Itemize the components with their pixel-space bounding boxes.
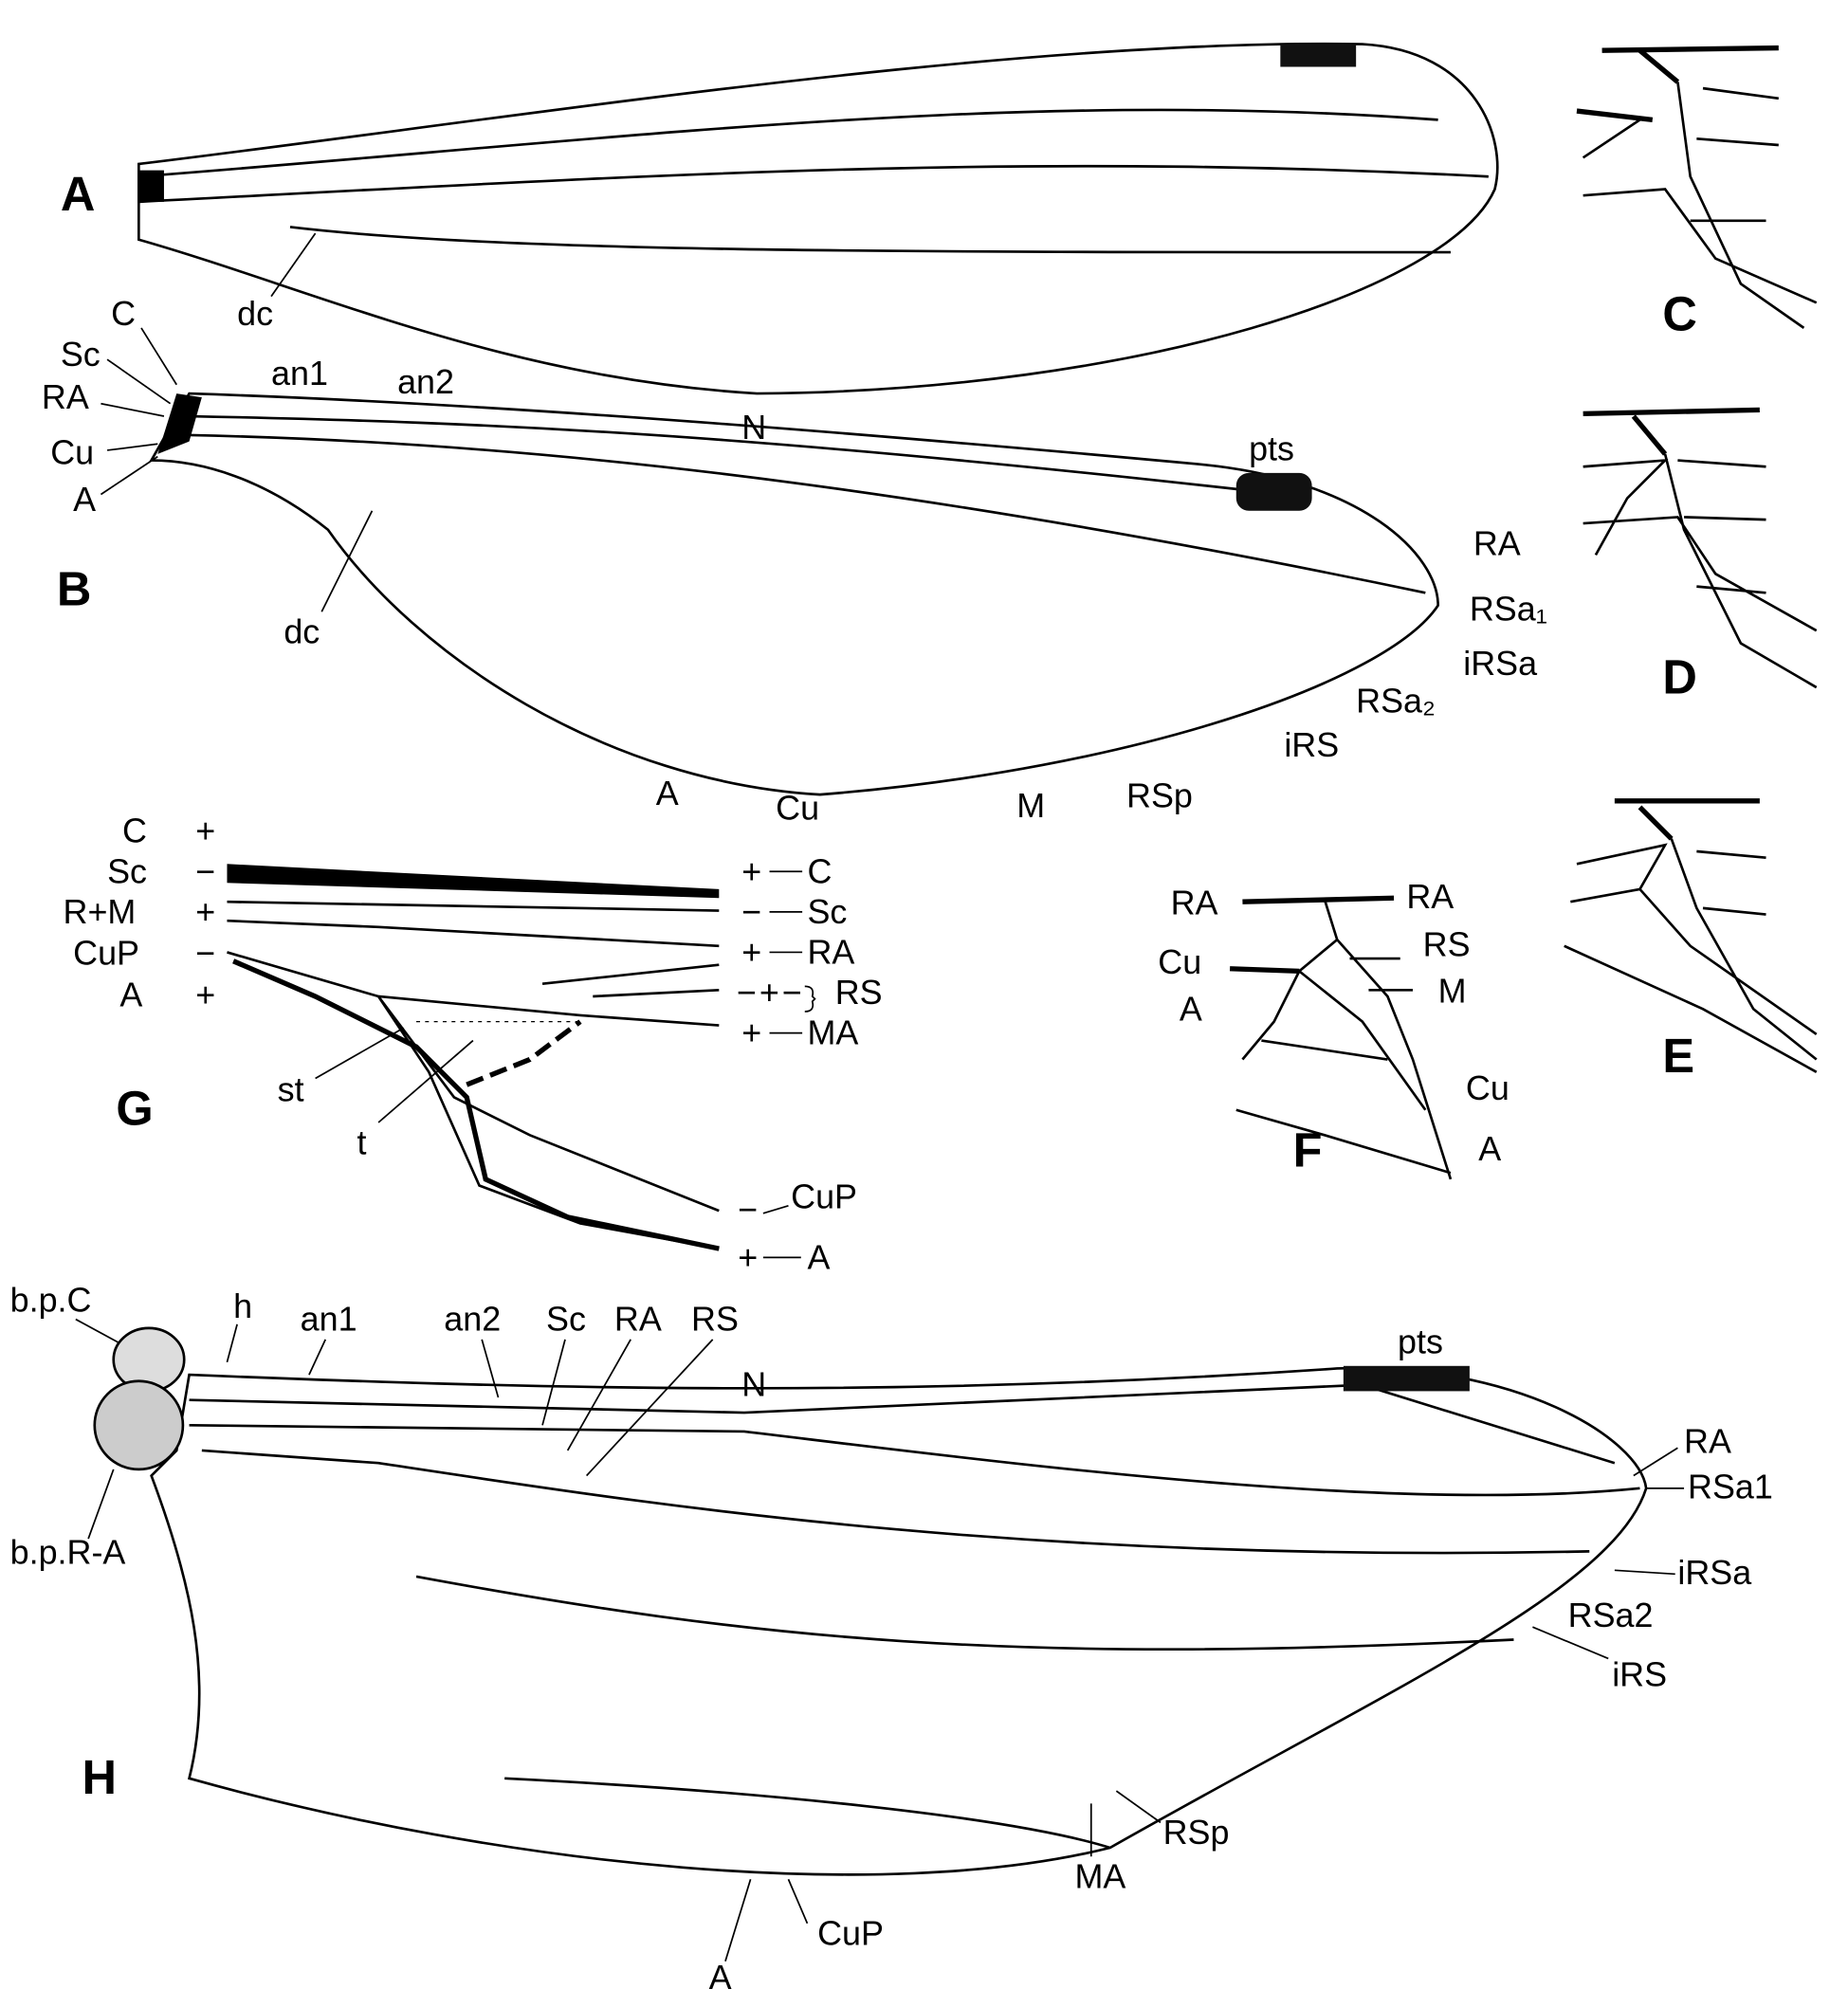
label-g-a: A bbox=[119, 976, 142, 1014]
label-irs: iRS bbox=[1284, 725, 1339, 764]
label-an2: an2 bbox=[397, 362, 454, 401]
panel-label-g: G bbox=[116, 1082, 153, 1136]
basal-plate-r-a bbox=[93, 1379, 185, 1471]
sign: − bbox=[738, 1190, 758, 1229]
sign: + bbox=[759, 973, 779, 1012]
label-f-m: M bbox=[1438, 972, 1467, 1011]
sign: − bbox=[195, 851, 215, 890]
brace-rs bbox=[804, 985, 816, 1013]
sign: − bbox=[782, 973, 802, 1012]
panel-label-f: F bbox=[1293, 1123, 1323, 1177]
label-g-c-right: C bbox=[807, 851, 832, 890]
label-g-ra-right: RA bbox=[807, 932, 854, 971]
wing-b: B C Sc RA Cu A an1 an2 N pts dc RA RSa₁ … bbox=[42, 294, 1547, 828]
label-g-ma-right: MA bbox=[807, 1013, 858, 1052]
sign: + bbox=[738, 1237, 758, 1276]
label-h-sc: Sc bbox=[546, 1300, 586, 1339]
label-h-an2: an2 bbox=[444, 1300, 501, 1339]
sign: − bbox=[737, 973, 757, 1012]
label-c: C bbox=[111, 294, 136, 333]
label-g-sc: Sc bbox=[107, 851, 147, 890]
label-h-cup: CuP bbox=[817, 1913, 884, 1952]
panel-label-c: C bbox=[1662, 287, 1697, 341]
panel-d: D bbox=[1583, 407, 1818, 704]
label-t: t bbox=[357, 1122, 366, 1161]
label-ra: RA bbox=[42, 377, 89, 416]
label-h-rsa1: RSa1 bbox=[1688, 1467, 1773, 1505]
wing-h: b.p.C h an1 an2 Sc RA RS N pts b.p.R-A R… bbox=[10, 1281, 1773, 1989]
label-rsa1: RSa₁ bbox=[1470, 590, 1547, 629]
label-dc-b: dc bbox=[284, 611, 320, 650]
label-an1: an1 bbox=[271, 354, 328, 392]
label-f-ra-left: RA bbox=[1171, 884, 1218, 922]
label-sc: Sc bbox=[61, 335, 101, 374]
label-g-rs-right: RS bbox=[835, 973, 883, 1012]
label-g-sc-right: Sc bbox=[807, 892, 847, 931]
label-h-nodus: N bbox=[741, 1365, 766, 1404]
sign: + bbox=[741, 1013, 761, 1052]
label-g-c: C bbox=[122, 812, 147, 850]
sign: + bbox=[741, 851, 761, 890]
panel-g: C Sc R+M CuP A + − + − + + − + − + − + −… bbox=[64, 812, 883, 1277]
label-nodus: N bbox=[741, 408, 766, 447]
sign: − bbox=[195, 934, 215, 973]
label-f-cu-left: Cu bbox=[1158, 942, 1201, 981]
label-h-ra-tip: RA bbox=[1684, 1422, 1731, 1461]
label-g-cup: CuP bbox=[73, 934, 139, 973]
label-a: A bbox=[73, 480, 96, 519]
label-h-ma: MA bbox=[1074, 1857, 1125, 1896]
pterostigma-b bbox=[1235, 472, 1312, 511]
label-cu-bottom: Cu bbox=[776, 789, 819, 828]
label-h-ra: RA bbox=[614, 1300, 662, 1339]
label-g-cup-right: CuP bbox=[791, 1177, 857, 1215]
panel-c: C bbox=[1576, 45, 1818, 341]
label-cu: Cu bbox=[50, 433, 94, 472]
label-rsp: RSp bbox=[1126, 776, 1193, 814]
label-dc: dc bbox=[237, 294, 273, 333]
label-pts: pts bbox=[1249, 429, 1294, 468]
panel-label-e: E bbox=[1662, 1029, 1694, 1083]
sign: + bbox=[195, 976, 215, 1014]
panel-label-h: H bbox=[82, 1750, 117, 1804]
label-st: st bbox=[278, 1069, 304, 1108]
sign: + bbox=[195, 812, 215, 850]
label-h-an1: an1 bbox=[301, 1300, 357, 1339]
label-h-rsp: RSp bbox=[1163, 1813, 1230, 1852]
label-m: M bbox=[1016, 786, 1045, 825]
label-g-a-right: A bbox=[807, 1237, 830, 1276]
label-h-irsa: iRSa bbox=[1677, 1553, 1751, 1592]
panel-label-a: A bbox=[61, 167, 96, 221]
sign: + bbox=[195, 892, 215, 931]
pterostigma-a bbox=[1280, 44, 1357, 67]
pterostigma-h bbox=[1343, 1365, 1470, 1392]
sign: − bbox=[741, 892, 761, 931]
label-a-bottom: A bbox=[656, 774, 679, 812]
label-h-rsa2: RSa2 bbox=[1568, 1596, 1654, 1634]
label-f-rs: RS bbox=[1423, 924, 1471, 963]
panel-e: E bbox=[1564, 798, 1818, 1083]
label-f-cu-right: Cu bbox=[1466, 1068, 1510, 1107]
panel-label-b: B bbox=[57, 562, 92, 616]
panel-label-d: D bbox=[1662, 650, 1697, 704]
label-bpra: b.p.R-A bbox=[10, 1533, 126, 1572]
label-h-pts: pts bbox=[1398, 1322, 1443, 1360]
label-h-irs: iRS bbox=[1612, 1655, 1667, 1694]
wing-a: A dc bbox=[61, 42, 1499, 395]
label-f-a-left: A bbox=[1180, 989, 1202, 1028]
label-rsa2: RSa₂ bbox=[1356, 682, 1436, 721]
label-bpc: b.p.C bbox=[10, 1281, 92, 1320]
label-f-a-right: A bbox=[1478, 1129, 1501, 1168]
label-h-a: A bbox=[709, 1958, 732, 1989]
label-h: h bbox=[233, 1286, 252, 1325]
label-irsa: iRSa bbox=[1463, 644, 1537, 683]
panel-f: RA RA RS Cu M A Cu A F bbox=[1158, 877, 1510, 1180]
label-g-rm: R+M bbox=[64, 892, 137, 931]
label-f-ra-right: RA bbox=[1406, 877, 1454, 916]
label-ra-tip: RA bbox=[1473, 523, 1521, 562]
label-h-rs: RS bbox=[691, 1300, 739, 1339]
sign: + bbox=[741, 932, 761, 971]
